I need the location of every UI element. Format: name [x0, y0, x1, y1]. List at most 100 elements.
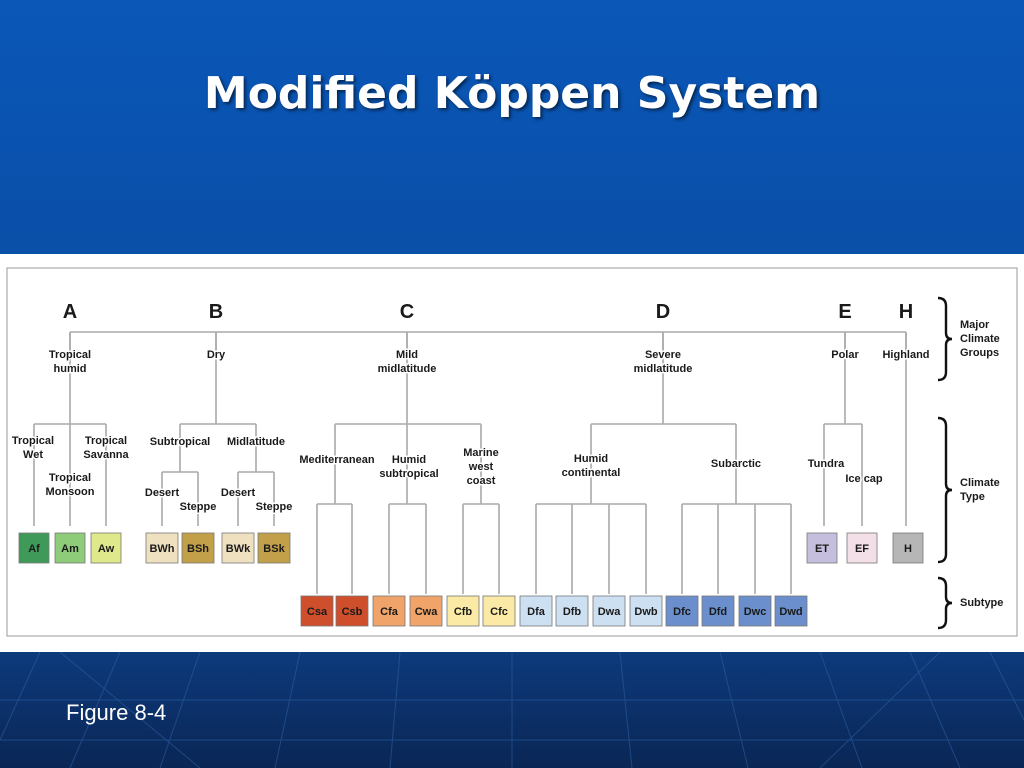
group-name-a: humid: [54, 363, 87, 375]
type-label-tropical-wet: Tropical: [12, 435, 54, 447]
group-name-d: Severe: [645, 349, 681, 361]
group-letter-b: B: [209, 301, 223, 323]
type-box-bwk: BWk: [221, 532, 255, 564]
type-label-tropical-wet: Wet: [23, 449, 43, 461]
type-label-tundra: Tundra: [808, 458, 845, 470]
group-name-d: midlatitude: [634, 363, 693, 375]
box-code-label: Dwd: [779, 606, 802, 618]
slide-title: Modified Köppen System: [203, 68, 821, 119]
subtype-box-dfd: Dfd: [701, 595, 735, 627]
subtype-box-dwd: Dwd: [774, 595, 808, 627]
group-letter-e: E: [838, 301, 851, 323]
subtype-box-cfc: Cfc: [482, 595, 516, 627]
brace-subtype: [937, 576, 953, 630]
box-code-label: Af: [28, 543, 40, 555]
subtype-box-csa: Csa: [300, 595, 334, 627]
group-name-c: midlatitude: [378, 363, 437, 375]
subtype-box-cfa: Cfa: [372, 595, 406, 627]
box-code-label: BWk: [226, 543, 251, 555]
box-code-label: Csa: [307, 606, 328, 618]
level-label-major: Climate: [960, 333, 1000, 345]
subtype-box-dwb: Dwb: [629, 595, 663, 627]
box-code-label: Dwc: [744, 606, 767, 618]
type-label-humid-continental: continental: [562, 467, 621, 479]
type-box-bwh: BWh: [145, 532, 179, 564]
group-name-e: Polar: [831, 349, 859, 361]
figure-caption: Figure 8-4: [66, 700, 167, 725]
subtype-box-dfc: Dfc: [665, 595, 699, 627]
type-label-steppe: Steppe: [256, 501, 293, 513]
figure-panel: A Tropical humid B Dry C Mild midlatitude D Sever…: [0, 254, 1024, 652]
box-code-label: BSk: [263, 543, 285, 555]
type-label-tropical-monsoon: Monsoon: [46, 486, 95, 498]
type-label-ice-cap: Ice cap: [845, 473, 883, 485]
type-label-humid-subtropical: Humid: [392, 454, 426, 466]
type-label-tropical-savanna: Tropical: [85, 435, 127, 447]
group-name-h: Highland: [882, 349, 929, 361]
type-label-subtropical: Subtropical: [150, 436, 211, 448]
type-label-steppe: Steppe: [180, 501, 217, 513]
koppen-diagram: A Tropical humid B Dry C Mild midlatitude D Sever…: [6, 267, 1018, 637]
box-code-label: Am: [61, 543, 79, 555]
group-name-b: Dry: [207, 349, 226, 361]
type-label-marine-west-coast: west: [468, 461, 494, 473]
box-code-label: BSh: [187, 543, 209, 555]
group-letter-c: C: [400, 301, 414, 323]
brace-major-groups: [937, 296, 953, 382]
type-box-ef: EF: [846, 532, 878, 564]
group-letter-d: D: [656, 301, 670, 323]
level-label-major: Groups: [960, 347, 999, 359]
level-label-major: Major: [960, 319, 990, 331]
type-label-humid-subtropical: subtropical: [379, 468, 438, 480]
subtype-box-csb: Csb: [335, 595, 369, 627]
subtype-box-cwa: Cwa: [409, 595, 443, 627]
group-name-c: Mild: [396, 349, 418, 361]
type-box-bsk: BSk: [257, 532, 291, 564]
type-label-midlatitude: Midlatitude: [227, 436, 285, 448]
box-code-label: Dwb: [634, 606, 658, 618]
subtype-box-dfa: Dfa: [519, 595, 553, 627]
box-code-label: BWh: [149, 543, 174, 555]
box-code-label: Cfa: [380, 606, 399, 618]
box-code-label: EF: [855, 543, 869, 555]
type-label-desert: Desert: [221, 487, 256, 499]
type-label-desert: Desert: [145, 487, 180, 499]
group-letter-a: A: [63, 301, 77, 323]
box-code-label: Dwa: [598, 606, 622, 618]
type-box-et: ET: [806, 532, 838, 564]
box-code-label: H: [904, 543, 912, 555]
group-name-a: Tropical: [49, 349, 91, 361]
box-code-label: Dfc: [673, 606, 691, 618]
subtype-box-dfb: Dfb: [555, 595, 589, 627]
type-label-subarctic: Subarctic: [711, 458, 761, 470]
box-code-label: Csb: [342, 606, 363, 618]
brace-climate-type: [937, 416, 953, 564]
box-code-label: Dfa: [527, 606, 546, 618]
box-code-label: Cfb: [454, 606, 473, 618]
box-code-label: Dfd: [709, 606, 727, 618]
box-code-label: Cfc: [490, 606, 508, 618]
subtype-box-dwa: Dwa: [592, 595, 626, 627]
subtype-box-dwc: Dwc: [738, 595, 772, 627]
type-box-bsh: BSh: [181, 532, 215, 564]
type-box-aw: Aw: [90, 532, 122, 564]
type-box-af: Af: [18, 532, 50, 564]
type-label-marine-west-coast: coast: [467, 475, 496, 487]
type-label-tropical-monsoon: Tropical: [49, 472, 91, 484]
type-box-h: H: [892, 532, 924, 564]
box-code-label: ET: [815, 543, 829, 555]
box-code-label: Aw: [98, 543, 115, 555]
box-code-label: Dfb: [563, 606, 582, 618]
box-code-label: Cwa: [415, 606, 439, 618]
background-grid-lines: [0, 651, 1024, 768]
level-label-subtype: Subtype: [960, 597, 1003, 609]
level-label-climate-type: Climate: [960, 477, 1000, 489]
type-label-humid-continental: Humid: [574, 453, 608, 465]
type-label-mediterranean: Mediterranean: [299, 454, 374, 466]
level-label-climate-type: Type: [960, 491, 985, 503]
subtype-box-cfb: Cfb: [446, 595, 480, 627]
type-label-tropical-savanna: Savanna: [83, 449, 129, 461]
type-label-marine-west-coast: Marine: [463, 447, 498, 459]
group-letter-h: H: [899, 301, 913, 323]
